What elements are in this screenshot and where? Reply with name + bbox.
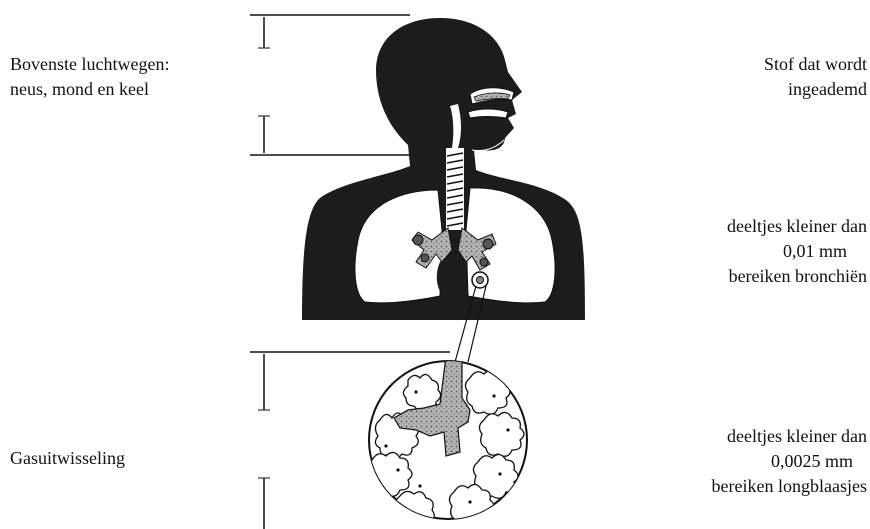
alveoli-magnification — [367, 356, 527, 528]
bronchi-line-2: 0,01 mm — [727, 239, 867, 264]
alveoli-label: deeltjes kleiner dan 0,0025 mm bereiken … — [712, 424, 867, 499]
gas-exchange-label: Gasuitwisseling — [10, 446, 125, 471]
trachea — [446, 148, 464, 230]
bronchi-line-3: bereiken bronchiën — [727, 264, 867, 289]
alveoli-line-2: 0,0025 mm — [712, 449, 867, 474]
bronchi-line-1: deeltjes kleiner dan — [727, 214, 867, 239]
upper-airways-line-2: neus, mond en keel — [10, 77, 169, 102]
inhaled-line-1: Stof dat wordt — [764, 52, 867, 77]
alveoli-line-3: bereiken longblaasjes — [712, 474, 867, 499]
bronchi-label: deeltjes kleiner dan 0,01 mm bereiken br… — [727, 214, 867, 289]
inhaled-label: Stof dat wordt ingeademd — [764, 52, 867, 102]
upper-airways-label: Bovenste luchtwegen: neus, mond en keel — [10, 52, 169, 102]
upper-airways-line-1: Bovenste luchtwegen: — [10, 52, 169, 77]
alveoli-line-1: deeltjes kleiner dan — [712, 424, 867, 449]
inhaled-line-2: ingeademd — [764, 77, 867, 102]
